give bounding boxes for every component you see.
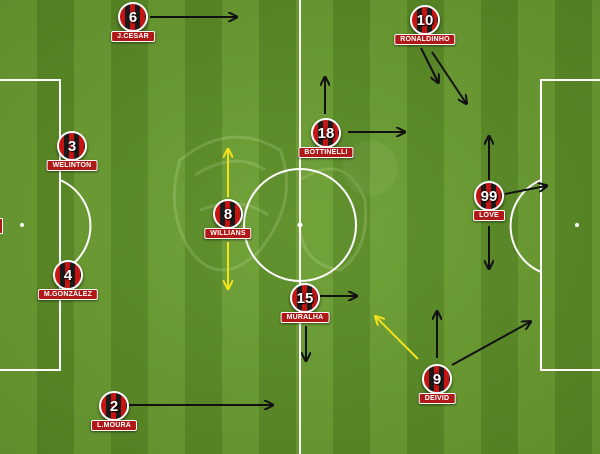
left-penalty-area: [0, 79, 61, 371]
player-name: DEIVID: [418, 393, 456, 404]
player-number: 6: [128, 8, 138, 26]
jersey-disc: 15: [290, 283, 320, 313]
player-name: M.GONZÁLEZ: [37, 289, 99, 300]
player-name: BOTTINELLI: [298, 147, 354, 158]
player-number: 8: [223, 205, 233, 223]
arrow-ronaldinho-b: [431, 51, 466, 103]
right-penalty-arc: [509, 179, 542, 273]
jersey-disc: 10: [410, 5, 440, 35]
player-number: 15: [296, 289, 314, 307]
jersey-disc: 18: [311, 118, 341, 148]
player-name: WILLIANS: [204, 228, 252, 239]
player-number: 10: [416, 11, 434, 29]
player-name: MURALHA: [280, 312, 330, 323]
crest-watermark: [172, 135, 398, 272]
player-number: 2: [109, 397, 119, 415]
player-name: J.CESAR: [111, 31, 155, 42]
right-penalty-area: [540, 79, 600, 371]
jersey-disc: 4: [53, 260, 83, 290]
jersey-disc: 2: [99, 391, 129, 421]
center-spot: [297, 222, 303, 228]
center-circle: [243, 168, 357, 282]
right-penalty-spot: [575, 223, 579, 227]
player-name: LOVE: [473, 210, 505, 221]
arrow-deivid-back: [376, 317, 419, 360]
jersey-disc: 99: [474, 181, 504, 211]
arrow-deivid-right: [451, 322, 530, 366]
yellow-arrows: [228, 150, 419, 360]
player-name: WELINTON: [46, 160, 98, 171]
player-name: L.MOURA: [90, 420, 138, 431]
jersey-disc: 6: [118, 2, 148, 32]
jersey-disc: 9: [422, 364, 452, 394]
arrow-love-right: [504, 186, 546, 195]
arrow-ronaldinho-a: [420, 47, 438, 82]
player-name: RONALDINHO: [394, 34, 456, 45]
jersey-disc: 8: [213, 199, 243, 229]
left-penalty-spot: [20, 223, 24, 227]
player-number: 99: [480, 187, 498, 205]
player-number: 9: [432, 370, 442, 388]
player-number: 3: [67, 137, 77, 155]
offscreen-player-marker: [0, 218, 3, 234]
jersey-disc: 3: [57, 131, 87, 161]
movement-arrows: [129, 17, 546, 405]
player-number: 4: [63, 266, 73, 284]
left-penalty-arc: [59, 179, 92, 273]
player-number: 18: [317, 124, 335, 142]
